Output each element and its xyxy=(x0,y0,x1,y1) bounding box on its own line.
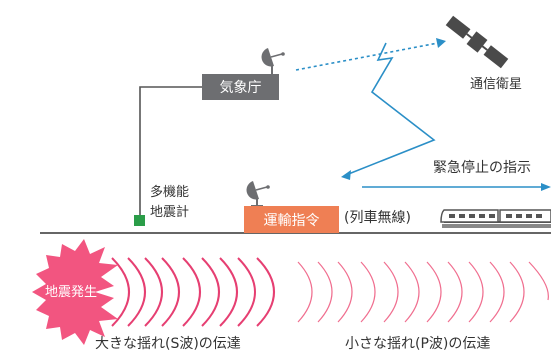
seismometer-wire xyxy=(139,86,203,216)
p-wave-arc xyxy=(297,261,313,323)
s-wave-arc xyxy=(182,257,201,327)
satellite-signal xyxy=(345,42,436,176)
emergency-stop-label: 緊急停止の指示 xyxy=(433,160,531,176)
p-wave-arcs xyxy=(297,261,549,323)
p-wave-arc xyxy=(468,261,484,323)
seismometer-icon xyxy=(134,215,145,226)
uplink-arrow xyxy=(295,42,439,71)
s-wave-arc xyxy=(144,257,163,327)
jma-label: 気象庁 xyxy=(219,80,262,96)
seismometer-label-line1: 多機能 xyxy=(150,185,190,200)
s-wave-arc xyxy=(237,257,256,327)
quake-origin-label: 地震発生 xyxy=(45,285,98,300)
satellite-label: 通信衛星 xyxy=(470,77,523,92)
satellite-icon xyxy=(445,15,509,69)
p-wave-arc xyxy=(447,261,463,323)
p-wave-arc xyxy=(528,261,549,301)
s-wave-arc xyxy=(127,257,146,327)
s-wave-arc xyxy=(161,257,180,327)
operations-command-label: 運輸指令 xyxy=(263,212,320,229)
s-wave-caption: 大きな揺れ(S波)の伝達 xyxy=(95,336,241,352)
quake-burst-icon xyxy=(32,239,118,345)
p-wave-arc xyxy=(360,261,376,323)
p-wave-arc xyxy=(404,261,420,323)
jma-box: 気象庁 xyxy=(202,74,279,100)
seismometer-label-line2: 地震計 xyxy=(150,205,190,220)
p-wave-arc xyxy=(383,261,399,323)
parabolic-antenna-icon xyxy=(261,48,285,76)
p-wave-arc xyxy=(426,261,442,323)
p-wave-arc xyxy=(337,261,353,323)
train-radio-label: (列車無線) xyxy=(344,210,411,226)
p-wave-caption: 小さな揺れ(P波)の伝達 xyxy=(345,336,491,352)
train-icon xyxy=(440,209,551,228)
s-wave-arc xyxy=(219,257,238,327)
operations-command-box: 運輸指令 xyxy=(244,206,339,233)
p-wave-arc xyxy=(317,261,333,323)
s-wave-arc xyxy=(256,257,275,327)
s-wave-arc xyxy=(201,257,220,327)
s-wave-arc xyxy=(111,257,130,327)
p-wave-arc xyxy=(509,261,525,323)
p-wave-arc xyxy=(489,261,505,323)
s-wave-arcs xyxy=(111,257,275,327)
parabolic-antenna-icon xyxy=(246,181,270,207)
